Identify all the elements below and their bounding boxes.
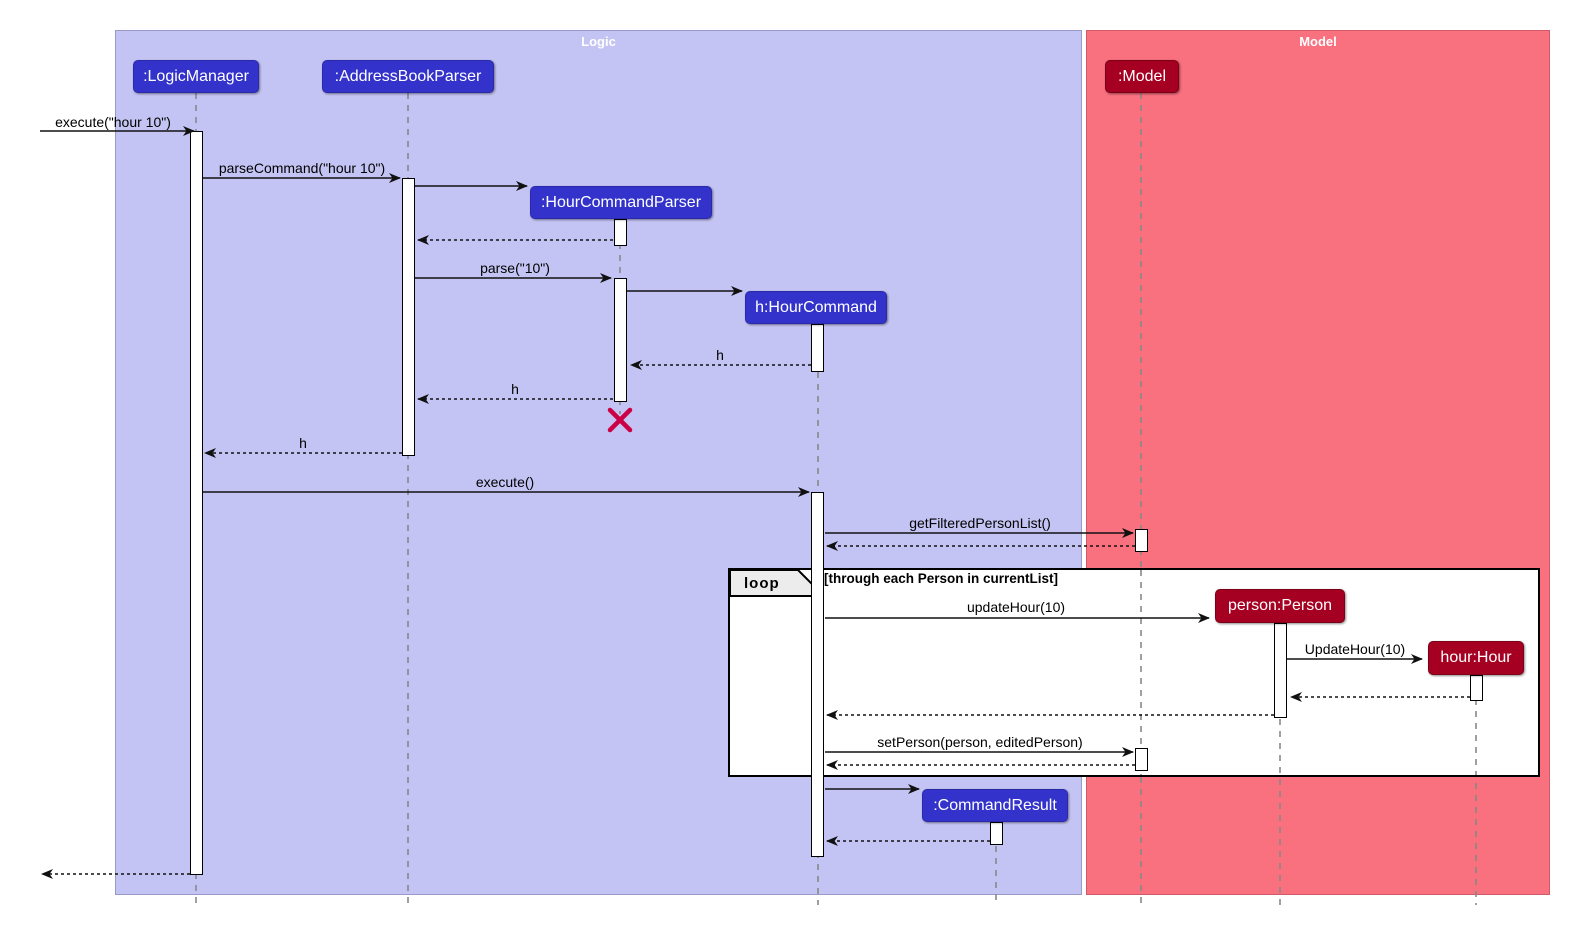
participant-model[interactable]: :Model [1105,60,1179,93]
activation-model-set [1135,748,1148,771]
message-label-m8: h [511,381,519,397]
activation-hourcommandparser-create [614,219,627,246]
participant-logicmanager[interactable]: :LogicManager [133,60,259,93]
participant-person[interactable]: person:Person [1215,589,1345,623]
message-label-m13: updateHour(10) [966,599,1066,615]
message-label-m7: h [716,347,724,363]
loop-operator-label: loop [744,574,780,592]
participant-label-model: :Model [1117,67,1167,85]
destroy-hourcommandparser-icon [607,407,633,433]
message-label-m14: UpdateHour(10) [1304,641,1406,657]
loop-condition-label: [through each Person in currentList] [824,571,1059,586]
activation-hour [1470,675,1483,701]
participant-commandresult[interactable]: :CommandResult [922,789,1068,822]
group-title-model: Model [1299,34,1337,49]
activation-logicmanager [190,131,203,875]
participant-label-commandresult: :CommandResult [933,796,1057,814]
activation-hourcommand [811,492,824,857]
activation-commandresult [990,822,1003,845]
participant-hourcommandparser[interactable]: :HourCommandParser [530,186,712,219]
participant-label-person: person:Person [1227,597,1333,614]
message-label-m17: setPerson(person, editedPerson) [877,734,1083,750]
activation-hourcommandparser-parse [614,278,627,402]
message-label-m5: parse("10") [480,260,550,276]
message-label-m10: execute() [475,474,535,490]
message-label-m1: execute("hour 10") [55,114,171,130]
group-title-logic: Logic [581,34,616,49]
participant-hour[interactable]: hour:Hour [1428,641,1524,675]
participant-hourcommand[interactable]: h:HourCommand [745,291,887,324]
message-label-m2: parseCommand("hour 10") [218,160,386,176]
participant-addressbookparser[interactable]: :AddressBookParser [322,60,494,93]
participant-label-addressbookparser: :AddressBookParser [334,67,482,85]
participant-label-hour: hour:Hour [1440,649,1512,666]
participant-label-hourcommand: h:HourCommand [755,298,877,316]
message-label-m9: h [299,435,307,451]
message-label-m11: getFilteredPersonList() [909,515,1051,531]
activation-person [1274,623,1287,718]
activation-addressbookparser [402,178,415,456]
activation-hourcommand-create [811,324,824,372]
participant-label-logicmanager: :LogicManager [143,67,249,85]
activation-model-get [1135,529,1148,552]
participant-label-hourcommandparser: :HourCommandParser [540,193,702,211]
loop-fragment [728,568,1540,777]
